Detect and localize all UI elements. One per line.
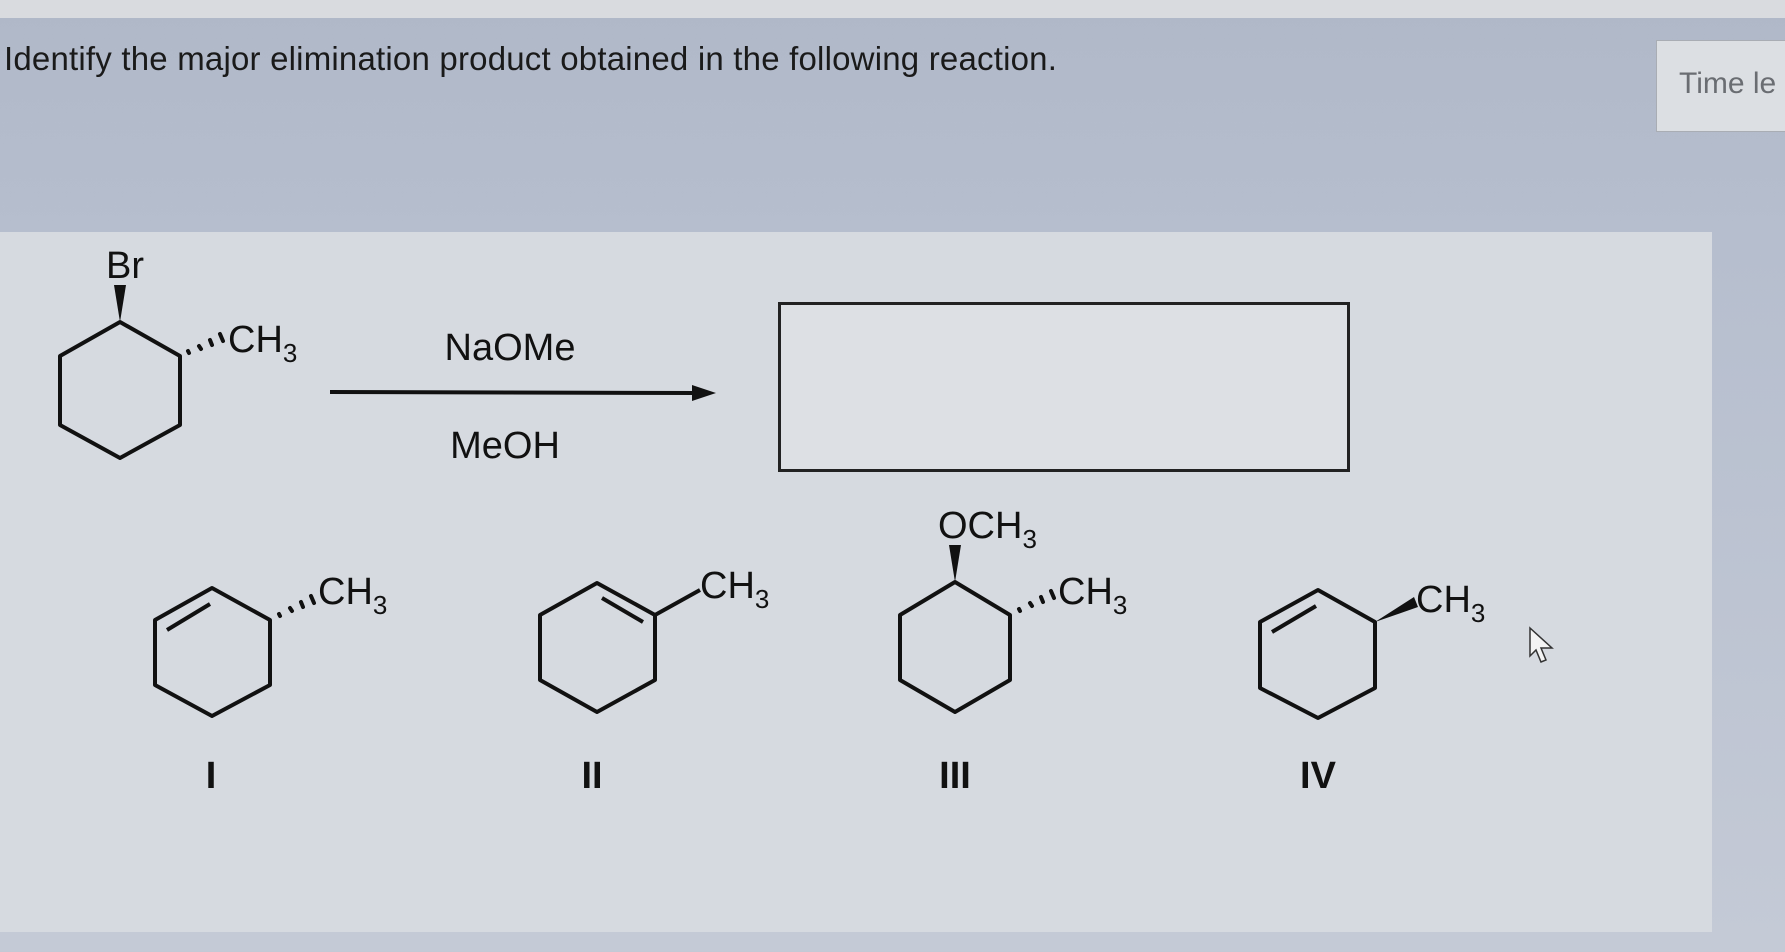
mouse-pointer-icon: [1529, 626, 1554, 663]
reaction-arrow-head: [692, 385, 716, 401]
option-ii-ch3-label: CH3: [700, 565, 769, 614]
option-iv-methyl-wedge: [1375, 597, 1418, 622]
reactant-methyl-hashed-bond: [186, 332, 225, 355]
reagent-meoh: MeOH: [450, 425, 560, 467]
option-iv-double-bond: [1270, 604, 1318, 634]
option-i-ring: [153, 586, 272, 718]
browser-top-strip: [0, 0, 1785, 18]
reaction-arrow-line: [329, 390, 696, 395]
option-ii-ring: [538, 581, 657, 714]
option-iii-och3-wedge: [949, 545, 961, 582]
reactant-br-wedge: [114, 285, 126, 322]
question-prompt: Identify the major elimination product o…: [4, 40, 1058, 77]
option-iii-label[interactable]: III: [939, 755, 971, 797]
option-iv-label[interactable]: IV: [1300, 755, 1337, 797]
option-iv-ring: [1258, 588, 1377, 720]
time-left-box: Time le: [1656, 40, 1785, 132]
answer-drop-box[interactable]: [778, 302, 1350, 472]
option-iii-ring: [898, 580, 1012, 714]
option-i-double-bond: [165, 602, 212, 632]
option-iv-ch3-label: CH3: [1416, 579, 1485, 628]
time-left-label: Time le: [1679, 67, 1777, 100]
option-iii-och3-label: OCH3: [938, 505, 1037, 554]
reagent-naome: NaOMe: [445, 327, 576, 369]
option-ii-methyl-bond: [654, 588, 701, 617]
option-i-label[interactable]: I: [206, 755, 217, 797]
option-iii-methyl-hashed-bond: [1017, 589, 1056, 613]
option-i-methyl-hashed-bond: [277, 594, 316, 618]
reactant-ch3-label: CH3: [228, 319, 297, 368]
option-ii-double-bond: [600, 596, 645, 624]
option-ii-label[interactable]: II: [581, 755, 602, 797]
option-i-ch3-label: CH3: [318, 571, 387, 620]
reactant-cyclohexane-ring: [58, 320, 182, 460]
reactant-br-label: Br: [106, 245, 144, 287]
option-iii-ch3-label: CH3: [1058, 571, 1127, 620]
